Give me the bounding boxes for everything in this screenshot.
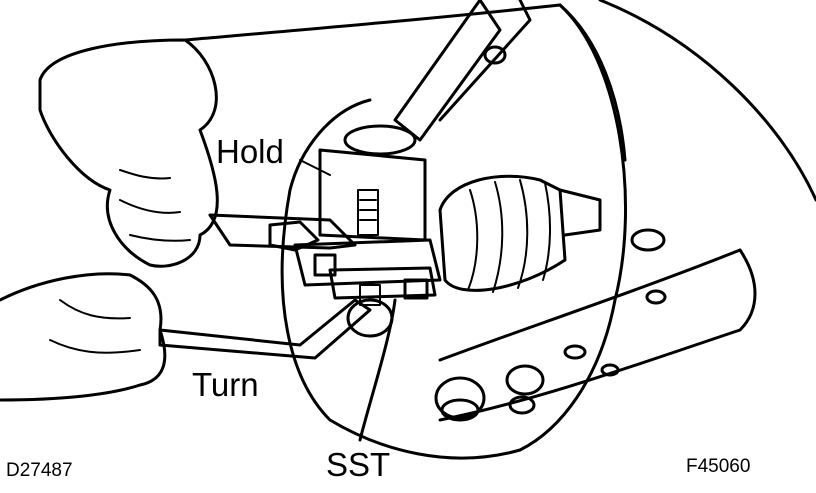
sst-top-cap — [343, 124, 417, 156]
hand-lower-fingers — [49, 299, 141, 354]
left-figure-code: D27487 — [6, 460, 73, 481]
hole-1 — [630, 228, 666, 252]
sst-bolt-left — [313, 253, 337, 277]
wrench-hold — [208, 213, 357, 250]
ball-joint-inner — [440, 398, 480, 422]
turn-label: Turn — [192, 366, 259, 403]
hold-label: Hold — [216, 133, 284, 170]
sst-crossbar — [293, 238, 442, 287]
drive-shaft-boot — [438, 174, 567, 292]
body-panel-outline — [183, 3, 627, 460]
hole-2 — [645, 289, 667, 305]
sst-label: SST — [326, 446, 391, 483]
ball-joint — [434, 376, 486, 420]
outer-housing — [558, 0, 816, 202]
hold-leader-line — [299, 159, 331, 176]
hole-3 — [563, 344, 587, 360]
sst-lower-block — [328, 266, 437, 300]
lower-arm — [438, 248, 757, 422]
sst-bolt-right — [403, 278, 429, 300]
pliers-pivot — [483, 45, 507, 65]
right-figure-code: F45060 — [686, 456, 751, 477]
boot-ribs — [467, 179, 551, 293]
turn-bar — [158, 298, 372, 360]
bolt-head — [505, 364, 545, 396]
sst-center-screw — [357, 189, 379, 236]
sst-leader-line — [358, 298, 397, 442]
hand-upper-fingers — [119, 169, 191, 242]
arm-lower — [0, 272, 167, 402]
hole-4 — [600, 363, 620, 377]
sst-lower-screw — [359, 284, 381, 306]
hand-upper — [38, 38, 219, 268]
shaft — [558, 188, 602, 237]
upper-pliers — [393, 0, 532, 142]
bolt-end — [508, 395, 536, 415]
